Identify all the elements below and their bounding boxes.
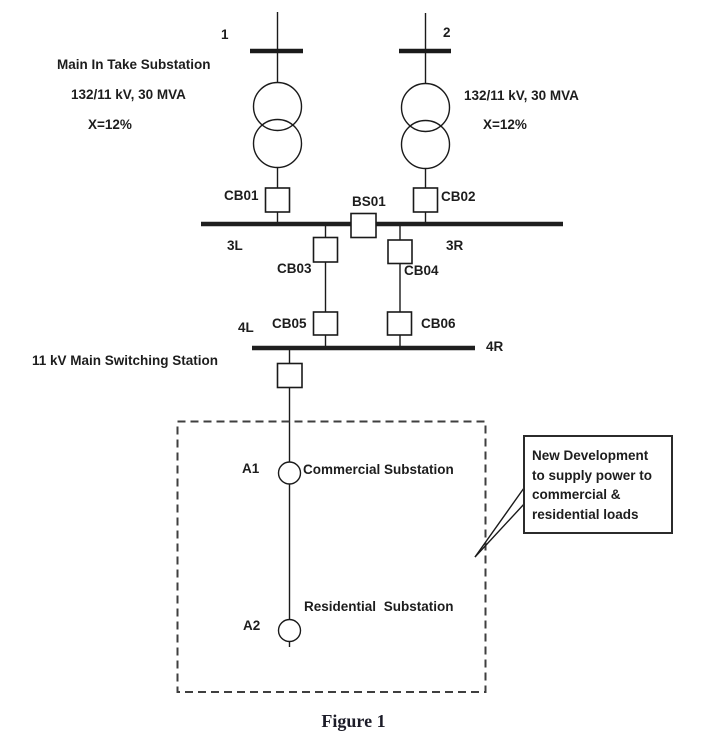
breaker-cb04-label: CB04	[404, 263, 439, 278]
transformer-1-rating: 132/11 kV, 30 MVA	[71, 87, 186, 102]
breaker-cb06-label: CB06	[421, 316, 456, 331]
transformer-2-icon	[400, 119, 451, 170]
transformer-2-icon	[400, 82, 451, 133]
bus3-left-label: 3L	[227, 238, 243, 253]
feeder-a2-label: A2	[243, 618, 261, 633]
bus3-right-label: 3R	[446, 238, 464, 253]
transformer-1-icon	[252, 118, 303, 169]
feeder-a1-label: A1	[242, 461, 260, 476]
bus-section-bs01-label: BS01	[352, 194, 386, 209]
breaker-cb02-label: CB02	[441, 189, 476, 204]
callout-pointer-lower	[474, 502, 526, 558]
transformer-1-icon	[252, 81, 303, 132]
callout-line-3: commercial &	[532, 487, 621, 502]
substation-a1-node	[277, 461, 302, 485]
breaker-cb03-box	[312, 236, 339, 263]
transformer-1-impedance: X=12%	[88, 117, 132, 132]
residential-substation-label: Residential Substation	[304, 599, 454, 614]
callout-pointer-upper	[474, 487, 525, 558]
new-development-callout: New Development to supply power to comme…	[523, 435, 673, 534]
source-1-label: 1	[221, 27, 229, 42]
callout-line-2: to supply power to	[532, 467, 652, 483]
substation-a2-node	[277, 618, 302, 643]
breaker-cb03-label: CB03	[277, 261, 312, 276]
new-development-boundary	[176, 420, 487, 693]
breaker-cb01-box	[264, 187, 291, 213]
breaker-cb02-box	[412, 187, 439, 213]
transformer-2-impedance: X=12%	[483, 117, 527, 132]
switching-station-label: 11 kV Main Switching Station	[32, 353, 219, 368]
callout-line-4: residential loads	[532, 506, 639, 522]
commercial-substation-label: Commercial Substation	[303, 462, 454, 477]
bus4-right-label: 4R	[486, 339, 504, 354]
transformer-2-rating: 132/11 kV, 30 MVA	[464, 88, 579, 103]
bus4-left-label: 4L	[238, 320, 254, 335]
callout-line-1: New Development	[532, 448, 649, 463]
breaker-cb04-box	[387, 239, 413, 265]
bus-section-bs01-box	[350, 212, 377, 239]
breaker-cb01-label: CB01	[224, 188, 259, 203]
source-2-label: 2	[443, 25, 451, 40]
feeder-breaker-box	[276, 362, 303, 389]
intake-substation-label: Main In Take Substation	[57, 57, 211, 72]
breaker-cb05-box	[312, 311, 339, 336]
figure-caption: Figure 1	[321, 711, 386, 731]
breaker-cb06-box	[386, 311, 413, 336]
breaker-cb05-label: CB05	[272, 316, 307, 331]
